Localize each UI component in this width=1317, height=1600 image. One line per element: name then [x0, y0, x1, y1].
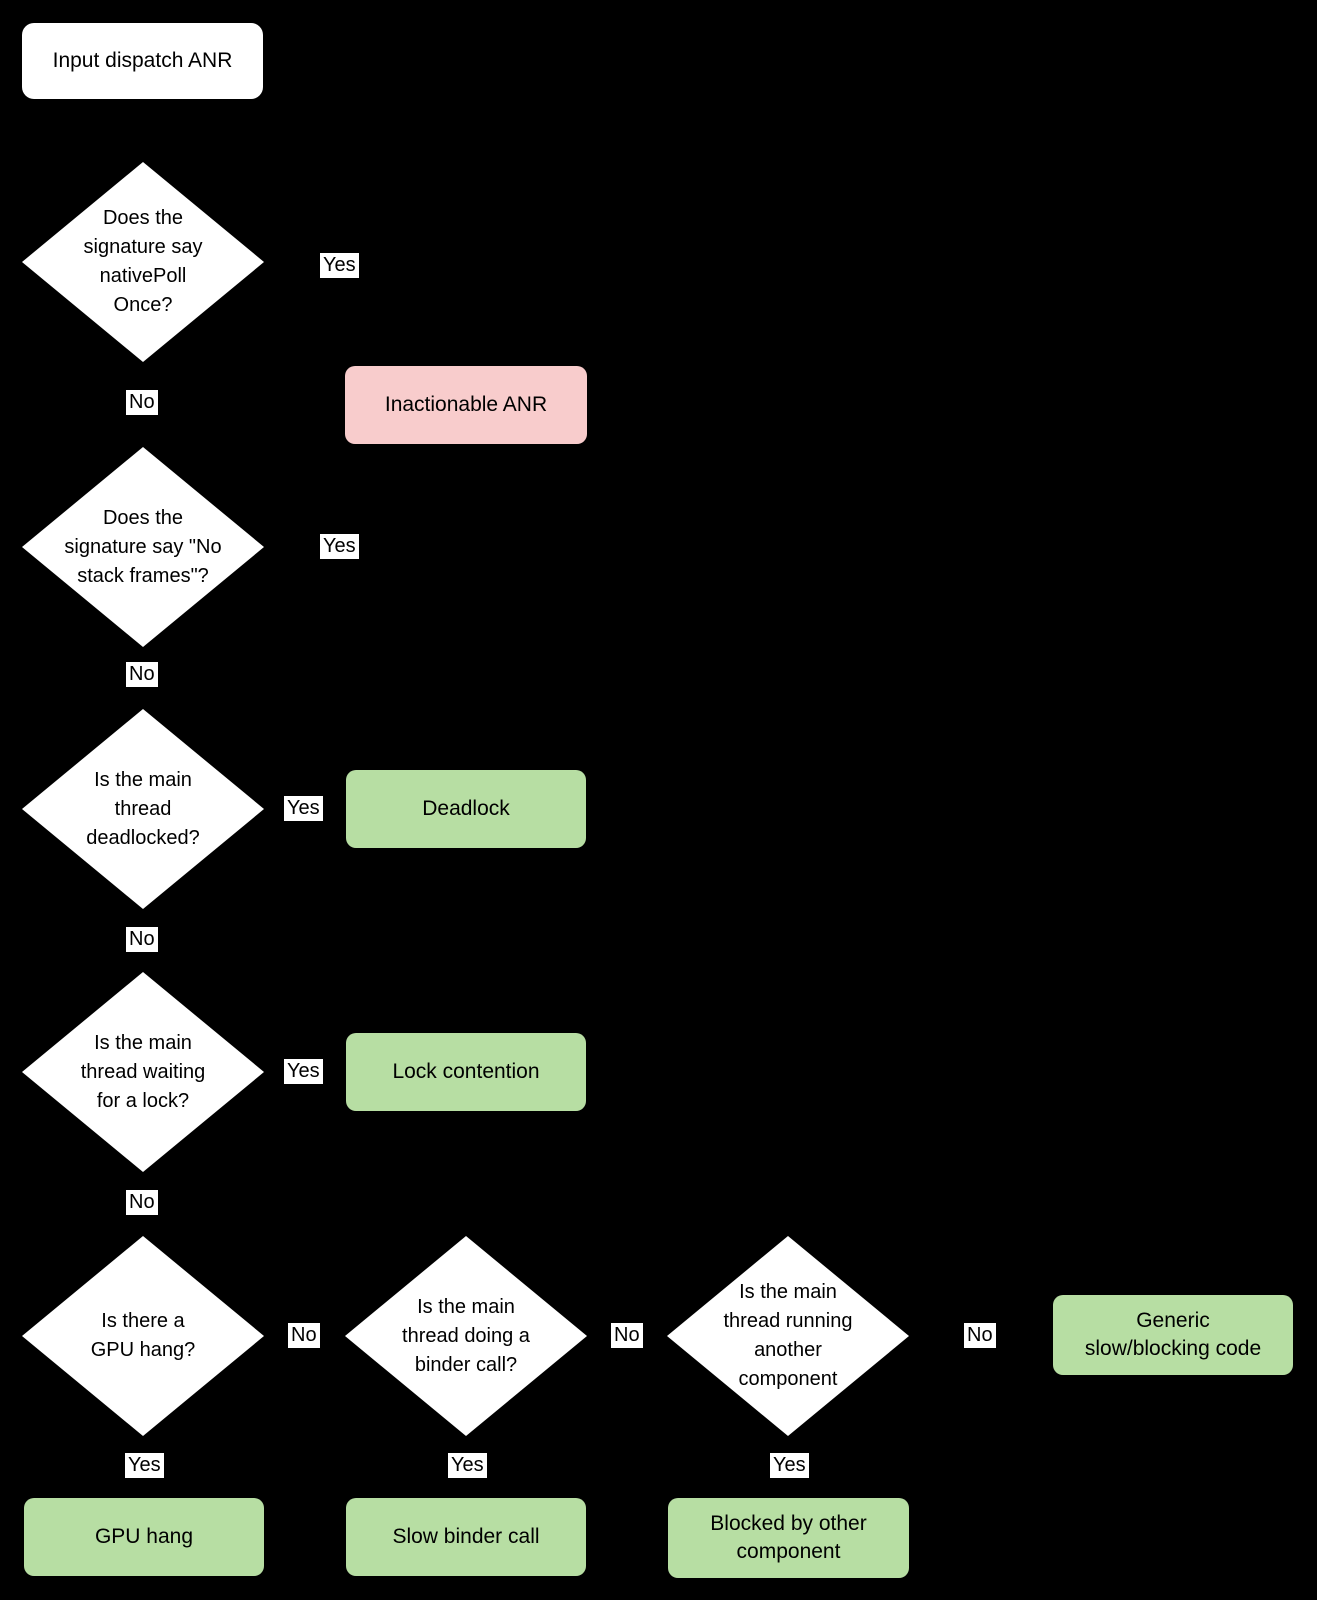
- result-lock-contention: Lock contention: [346, 1033, 586, 1111]
- start-node-input-dispatch-anr: Input dispatch ANR: [22, 23, 263, 99]
- edge-label-yes-waiting-lock: Yes: [284, 1059, 323, 1084]
- result-blocked-by-other-component: Blocked by other component: [668, 1498, 909, 1578]
- edge-label-yes-no-stack-frames: Yes: [320, 534, 359, 559]
- edge-label-no-no-stack-frames: No: [126, 662, 158, 687]
- result-gpu-hang: GPU hang: [24, 1498, 264, 1576]
- decision-native-poll-once: Does the signature say nativePoll Once?: [22, 162, 264, 362]
- edge-label-yes-native-poll: Yes: [320, 253, 359, 278]
- edge-label-no-gpu-hang: No: [288, 1323, 320, 1348]
- edge-label-yes-other-component: Yes: [770, 1453, 809, 1478]
- result-slow-binder-call: Slow binder call: [346, 1498, 586, 1576]
- result-generic-slow-blocking-code: Generic slow/blocking code: [1053, 1295, 1293, 1375]
- edge-label-no-binder-call: No: [611, 1323, 643, 1348]
- edge-label-yes-gpu-hang: Yes: [125, 1453, 164, 1478]
- edge-label-yes-deadlocked: Yes: [284, 796, 323, 821]
- edge-label-no-other-component: No: [964, 1323, 996, 1348]
- edge-label-yes-binder-call: Yes: [448, 1453, 487, 1478]
- result-inactionable-anr: Inactionable ANR: [345, 366, 587, 444]
- edge-label-no-waiting-lock: No: [126, 1190, 158, 1215]
- result-deadlock: Deadlock: [346, 770, 586, 848]
- edge-label-no-deadlocked: No: [126, 927, 158, 952]
- edge-label-no-native-poll: No: [126, 390, 158, 415]
